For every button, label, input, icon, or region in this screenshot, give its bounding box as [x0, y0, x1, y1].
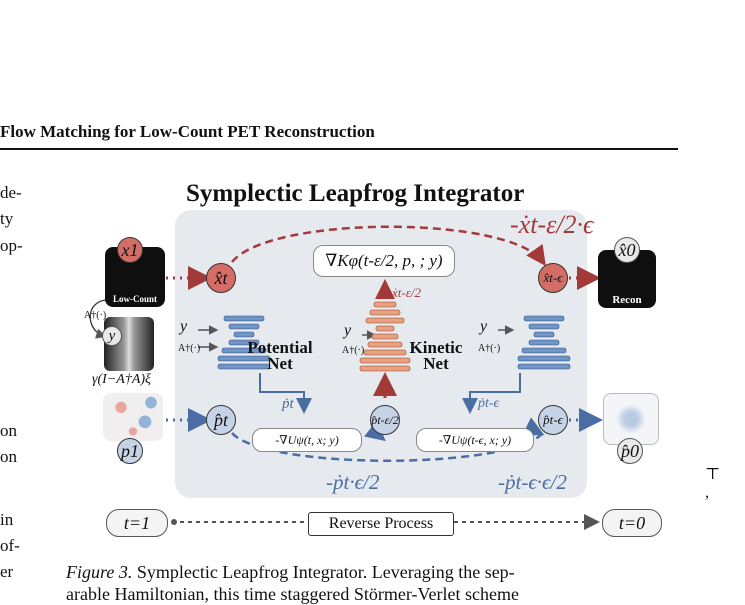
bottom-right-flow-label: -ṗt-ϵ·ϵ/2 — [498, 470, 567, 494]
p-dot-t-eps-label: ṗt-ϵ — [478, 396, 500, 411]
top-flow-label: -ẋt-ε/2·ϵ — [510, 210, 594, 239]
operator-loop: A†(·) — [84, 310, 107, 321]
potential-gradient-right: -∇Uψ(t-ϵ, x; y) — [416, 428, 534, 452]
right-text-fragment: , — [705, 484, 709, 501]
x-t-eps-node: x̂t-ϵ — [538, 263, 568, 293]
left-text-fragment: ty — [0, 209, 14, 228]
left-text-fragment: on — [0, 447, 17, 466]
p-dot-t-label: ṗt — [282, 396, 294, 412]
caption-text-1: Symplectic Leapfrog Integrator. Leveragi… — [136, 562, 515, 582]
recon-label: Recon — [612, 294, 642, 306]
left-text-fragment: de- — [0, 183, 22, 202]
x1-node: x1 — [117, 237, 143, 263]
potential-gradient-left: -∇Uψ(t, x; y) — [252, 428, 362, 452]
x-dot-half-label: ẋt-ε/2 — [392, 285, 421, 300]
x0-node: x̂0 — [614, 237, 640, 263]
operator-center: A†(·) — [342, 345, 365, 356]
p0-node: p̂0 — [617, 438, 643, 464]
left-text-fragment: er — [0, 562, 14, 581]
timeline-start: t=1 — [106, 509, 168, 537]
running-head: Flow Matching for Low-Count PET Reconstr… — [0, 122, 375, 141]
left-text-fragment: in — [0, 510, 14, 529]
p-t-eps-node: p̂t-ϵ — [538, 405, 568, 435]
y-input-center: y — [344, 322, 352, 339]
caption-lead: Figure 3. — [66, 562, 133, 582]
figure-title: Symplectic Leapfrog Integrator — [186, 180, 525, 207]
noise-expression: γ(I−A†A)ξ — [92, 372, 152, 387]
operator-right: A†(·) — [478, 343, 501, 354]
kinetic-gradient-box: ∇Kφ(t-ε/2, p, ; y) — [313, 245, 455, 277]
left-text-fragment: of- — [0, 536, 20, 555]
kinetic-net-layers — [359, 301, 411, 372]
bottom-left-flow-label: -ṗt·ϵ/2 — [326, 470, 380, 494]
figure-caption-line-1: Figure 3. Symplectic Leapfrog Integrator… — [66, 562, 515, 583]
p-half-node: p̂t-ε/2 — [370, 405, 400, 435]
y-input-right: y — [480, 318, 488, 335]
timeline-end: t=0 — [602, 509, 662, 537]
noise-image — [103, 393, 163, 441]
p0-image — [603, 393, 659, 445]
low-count-label: Low-Count — [112, 294, 157, 304]
pt-node: p̂t — [206, 405, 236, 435]
right-text-fragment: ⊤ — [705, 466, 721, 483]
reverse-process-label: Reverse Process — [308, 512, 454, 536]
potential-net-right-layers — [517, 315, 571, 370]
operator-left: A†(·) — [178, 343, 201, 354]
potential-net-left-layers — [217, 315, 271, 370]
header-rule — [0, 148, 678, 150]
left-text-fragment: op- — [0, 236, 23, 255]
xt-node: x̂t — [206, 263, 236, 293]
y-node: y — [102, 326, 122, 346]
p1-node: p1 — [117, 438, 143, 464]
figure-caption-line-2: arable Hamiltonian, this time staggered … — [66, 584, 519, 604]
left-text-fragment: on — [0, 421, 17, 440]
y-input-left: y — [180, 318, 188, 335]
